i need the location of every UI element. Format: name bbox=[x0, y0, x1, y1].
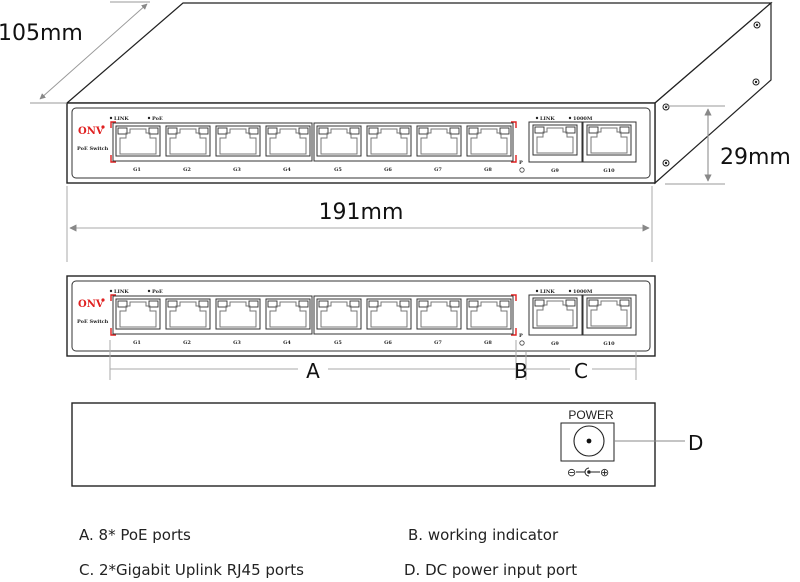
power-indicator-label: P bbox=[519, 160, 523, 166]
model-label: PoE Switch bbox=[77, 146, 109, 152]
led-dot-icon bbox=[535, 116, 539, 120]
led-dot-icon bbox=[568, 289, 572, 293]
brand-logo: ONV bbox=[78, 299, 104, 310]
screw-icon bbox=[752, 78, 760, 86]
model-label: PoE Switch bbox=[77, 319, 109, 325]
led-dot-icon bbox=[147, 289, 151, 293]
port-label: G2 bbox=[183, 167, 191, 173]
legend-item-b: B. working indicator bbox=[408, 526, 559, 544]
port-label: G5 bbox=[334, 340, 342, 346]
port-label: G10 bbox=[603, 168, 615, 174]
polarity-minus-icon: ⊖ bbox=[567, 466, 576, 479]
top-face bbox=[65, 2, 773, 104]
led-dot-icon bbox=[147, 116, 151, 120]
port-label: G10 bbox=[603, 341, 615, 347]
callout-brackets: A B C bbox=[109, 340, 637, 383]
led-label-poe: PoE bbox=[152, 289, 163, 295]
dc-jack-icon bbox=[573, 425, 605, 457]
width-label: 191mm bbox=[319, 200, 404, 225]
port-label: G3 bbox=[233, 340, 241, 346]
port-label: G7 bbox=[434, 340, 442, 346]
width-dimension: 191mm bbox=[66, 186, 653, 262]
port-label: G9 bbox=[551, 168, 559, 174]
front-bezel bbox=[71, 280, 651, 352]
port-label: G6 bbox=[384, 340, 392, 346]
switch-front-view: ONV PoE Switch LINK PoE G1 G2 G3 G4 bbox=[66, 275, 656, 357]
led-dot-icon bbox=[568, 116, 572, 120]
callout-a: A bbox=[306, 359, 320, 383]
callout-b: B bbox=[514, 359, 528, 383]
callout-c: C bbox=[574, 359, 588, 383]
callout-d: D bbox=[688, 431, 703, 455]
depth-dimension: 105mm bbox=[0, 1, 150, 104]
polarity-plus-icon: ⊕ bbox=[600, 466, 609, 479]
port-label: G4 bbox=[283, 340, 291, 346]
port-label: G1 bbox=[133, 167, 141, 173]
front-bezel bbox=[71, 107, 651, 179]
port-label: G2 bbox=[183, 340, 191, 346]
port-label: G1 bbox=[133, 340, 141, 346]
height-dimension: 29mm bbox=[665, 105, 791, 185]
screw-icon bbox=[662, 159, 670, 167]
port-label: G6 bbox=[384, 167, 392, 173]
legend-item-d: D. DC power input port bbox=[404, 561, 578, 579]
port-label: G7 bbox=[434, 167, 442, 173]
led-label-poe: PoE bbox=[152, 116, 163, 122]
brand-logo: ONV bbox=[78, 126, 104, 137]
power-led-icon bbox=[519, 167, 525, 173]
uplink-led-label-1000m: 1000M bbox=[573, 116, 593, 122]
screw-icon bbox=[753, 21, 761, 29]
led-label-link: LINK bbox=[114, 116, 129, 122]
port-label: G5 bbox=[334, 167, 342, 173]
uplink-led-label-1000m: 1000M bbox=[573, 289, 593, 295]
uplink-led-label-link: LINK bbox=[540, 116, 555, 122]
port-label: G4 bbox=[283, 167, 291, 173]
switch-rear-view: POWER ⊖ ⊕ D bbox=[71, 402, 703, 487]
port-label: G3 bbox=[233, 167, 241, 173]
front-panel-top: ONV PoE Switch LINK PoE G1 G2 G3 G4 G5 G… bbox=[77, 116, 637, 174]
legend-item-c: C. 2*Gigabit Uplink RJ45 ports bbox=[79, 561, 304, 579]
legend-item-a: A. 8* PoE ports bbox=[79, 526, 191, 544]
height-label: 29mm bbox=[720, 145, 791, 170]
power-led-icon bbox=[519, 340, 525, 346]
port-label: G8 bbox=[484, 167, 492, 173]
dc-jack-housing bbox=[560, 422, 615, 462]
led-dot-icon bbox=[109, 289, 113, 293]
power-label: POWER bbox=[568, 408, 614, 422]
depth-label: 105mm bbox=[0, 21, 83, 46]
uplink-led-label-link: LINK bbox=[540, 289, 555, 295]
power-indicator-label: P bbox=[519, 333, 523, 339]
polarity-symbol: ⊖ ⊕ bbox=[567, 466, 609, 479]
led-label-link: LINK bbox=[114, 289, 129, 295]
led-dot-icon bbox=[109, 116, 113, 120]
port-label: G9 bbox=[551, 341, 559, 347]
brand-dot bbox=[101, 125, 105, 129]
rear-face bbox=[71, 402, 656, 487]
port-label: G8 bbox=[484, 340, 492, 346]
led-dot-icon bbox=[535, 289, 539, 293]
